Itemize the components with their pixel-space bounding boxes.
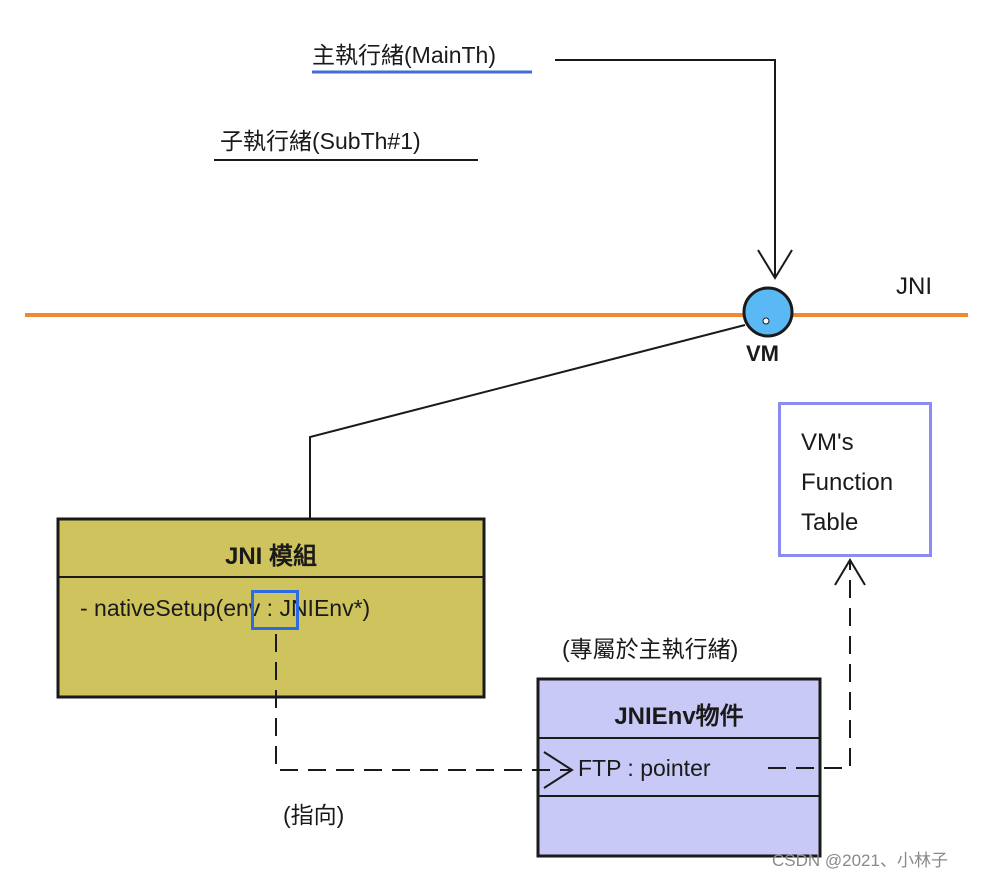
vm-center-dot	[762, 317, 770, 325]
jnienv-ftp-field: FTP : pointer	[578, 755, 711, 781]
jnienv-caption: (專屬於主執行緒)	[562, 636, 739, 662]
main-thread-arrow	[555, 59, 776, 276]
function-table-box: VM's Function Table	[778, 402, 932, 557]
env-param-highlight	[251, 590, 299, 630]
watermark: CSDN @2021、小林子	[772, 851, 948, 870]
sub-thread-label: 子執行緒(SubTh#1)	[220, 128, 421, 154]
jni-module-box	[56, 517, 486, 699]
main-thread-label: 主執行緒(MainTh)	[312, 42, 497, 68]
main-thread-arrowhead	[757, 249, 793, 280]
vm-label: VM	[746, 341, 779, 366]
ftp-pointer-arrowhead	[834, 558, 866, 586]
env-pointer-dashed	[275, 634, 572, 771]
jni-module-title: JNI 模組	[224, 543, 317, 570]
vm-circle	[742, 286, 794, 338]
jni-module-method: - nativeSetup(env : JNIEnv*)	[80, 595, 371, 621]
function-table-line-3: Table	[801, 509, 859, 536]
function-table-line-2: Function	[801, 469, 894, 496]
function-table-line-1: VM's	[801, 429, 854, 456]
jnienv-title: JNIEnv物件	[614, 703, 744, 730]
env-pointer-arrowhead	[543, 751, 574, 789]
jni-line-label: JNI	[896, 273, 932, 300]
pointer-caption: (指向)	[283, 802, 345, 828]
